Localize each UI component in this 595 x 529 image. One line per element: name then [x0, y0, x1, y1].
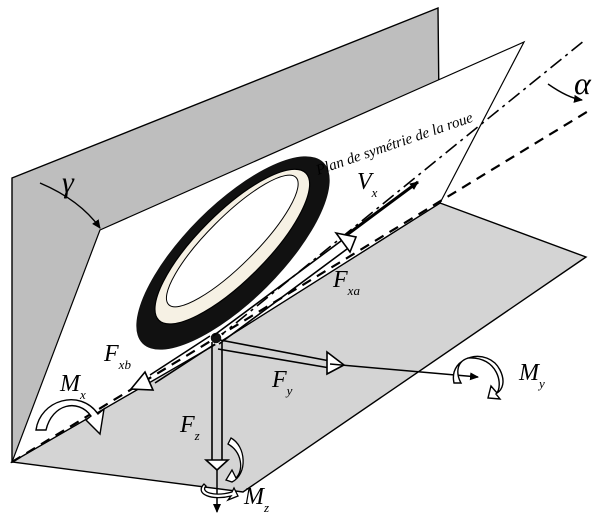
- my-label-main: M: [518, 360, 541, 386]
- mz-moment-icon: [200, 437, 244, 502]
- fxa-label: Fxa: [332, 267, 360, 298]
- ground-axis-dashed: [11, 109, 591, 463]
- fxb-label-main: F: [103, 341, 119, 367]
- fz-label-main: F: [179, 412, 195, 438]
- fxa-arrow: [212, 240, 348, 345]
- my-label-sub: y: [537, 376, 545, 391]
- mz-label-main: M: [243, 484, 266, 510]
- fy-label-main: F: [271, 367, 287, 393]
- fz-arrow: [211, 342, 223, 462]
- fz-label: Fz: [179, 412, 200, 443]
- alpha-label: α: [574, 65, 592, 101]
- fy-arrow: [217, 339, 331, 369]
- fxb-arrow: [149, 335, 216, 384]
- tire: [136, 156, 330, 350]
- fxb-arrow-head: [129, 370, 155, 391]
- my-label: My: [518, 360, 545, 391]
- fz-arrow-head: [203, 459, 231, 472]
- mx-moment-icon: [35, 399, 105, 436]
- force-arrows: [129, 231, 358, 472]
- camber-angle-arc: [39, 182, 101, 229]
- fy-arrow-head: [326, 350, 346, 376]
- mx-label-main: M: [59, 371, 82, 397]
- mx-label-sub: x: [79, 387, 86, 402]
- fy-label-sub: y: [285, 383, 293, 398]
- fxa-label-main: F: [332, 267, 348, 293]
- mz-label-sub: z: [263, 500, 269, 515]
- fxa-label-sub: xa: [347, 283, 361, 298]
- gamma-label: γ: [62, 166, 75, 199]
- fz-label-sub: z: [194, 428, 200, 443]
- fxb-label-sub: xb: [118, 357, 132, 372]
- vx-label-sub: x: [371, 185, 378, 200]
- vx-label: Vx: [357, 169, 378, 200]
- slip-angle-arc: [547, 83, 583, 103]
- vx-label-main: V: [357, 169, 374, 195]
- vx-arrow: [339, 180, 419, 242]
- my-moment-icon: [452, 355, 504, 400]
- contact-point: [209, 331, 223, 345]
- mz-label: Mz: [243, 484, 269, 515]
- fxb-label: Fxb: [103, 341, 131, 372]
- mx-label: Mx: [59, 371, 86, 402]
- fxa-arrow-head: [334, 231, 358, 254]
- fy-label: Fy: [271, 367, 293, 398]
